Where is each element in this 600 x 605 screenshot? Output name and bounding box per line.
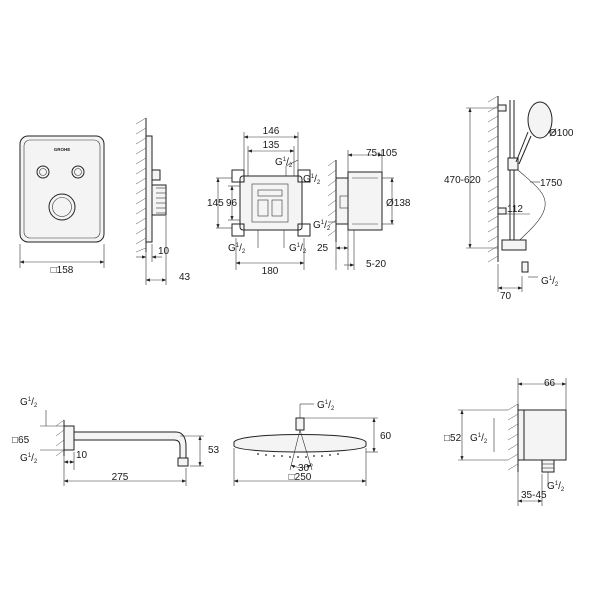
box-depth-range-label: 75-105	[366, 148, 398, 159]
box-outline	[239, 175, 303, 231]
head-angle-label: 30°	[298, 463, 313, 474]
box-width-inner-label: 135	[263, 140, 280, 151]
elbow-width-label: 66	[544, 378, 556, 389]
box-lug-top-right	[297, 169, 311, 183]
head-shower-disc	[233, 434, 367, 453]
concealed-body-side-view: 75-105 Ø138 G1/2 25 5-20	[313, 148, 411, 270]
box-height-outer-label: 145	[207, 198, 224, 209]
box-lug-bottom-left	[231, 223, 245, 237]
plate-width-label: □158	[51, 265, 74, 276]
elbow-thread-left-label: G1/2	[470, 433, 488, 445]
button-profile	[151, 169, 161, 181]
hand-shower-handle	[515, 131, 529, 163]
knob-ring	[52, 197, 72, 217]
wall-section	[136, 118, 146, 252]
hose-length-label: 1750	[540, 178, 563, 189]
rail-slider	[507, 157, 519, 171]
shower-arm	[73, 431, 187, 459]
arm-wall-label: 10	[76, 450, 88, 461]
shower-rail-set-view: Ø100 1750 470-620 112 G1/2 70	[444, 95, 574, 302]
arm-square-label: □65	[12, 435, 30, 446]
handshower-diameter-label: Ø100	[549, 128, 574, 139]
elbow-hose-outlet	[541, 459, 555, 473]
head-thread-label: G1/2	[317, 400, 335, 412]
box-inner-frame	[251, 183, 289, 223]
wall-outlet-elbow-view: 66 □52 G1/2 G1/2 35-45	[444, 378, 567, 506]
hand-shower-head	[527, 101, 553, 139]
arm-drop-label: 53	[208, 445, 220, 456]
head-connector	[295, 417, 305, 431]
thermostat-plate-front-view: GROHE □158	[19, 135, 105, 276]
arm-thread-bottom-label: G1/2	[20, 453, 38, 465]
box-body-side	[335, 177, 349, 225]
arm-length-label: 275	[112, 472, 129, 483]
temperature-knob	[48, 193, 76, 221]
box-height-inner-label: 96	[226, 198, 238, 209]
box-side-thread-label: G1/2	[313, 220, 331, 232]
wall-outlet	[501, 239, 527, 251]
box-housing-side	[347, 171, 383, 231]
rail-height-label: 470-620	[444, 175, 481, 186]
elbow-square-label: □52	[444, 433, 462, 444]
right-button-ring	[74, 168, 82, 176]
elbow-depth-range-label: 35-45	[521, 490, 547, 501]
box-thread-right-label: G1/2	[303, 174, 321, 186]
rail-offset-label: 112	[507, 204, 523, 215]
logo-text: GROHE	[54, 147, 71, 152]
elbow-rosette	[517, 409, 525, 461]
plate-outline	[19, 135, 105, 243]
box-depth-min-label: 25	[317, 243, 329, 254]
elbow-body	[523, 409, 567, 461]
plate-depth-label: 10	[158, 246, 170, 257]
rail-projection-label: 70	[500, 291, 512, 302]
box-diameter-label: Ø138	[386, 198, 411, 209]
box-width-bottom-label: 180	[262, 266, 279, 277]
box-width-outer-label: 146	[263, 126, 280, 137]
plate-inner-line	[23, 139, 101, 239]
rail-top-bracket	[497, 104, 507, 112]
head-shower-view: G1/2 60 30° □250	[233, 400, 392, 486]
box-depth-adjust-label: 5-20	[366, 259, 386, 270]
rail-thread-label: G1/2	[541, 276, 559, 288]
arm-outlet	[177, 457, 189, 467]
shower-arm-view: □65 G1/2 G1/2 10 275 53	[12, 397, 220, 486]
rail-bottom-bracket	[497, 207, 507, 215]
head-height-label: 60	[380, 431, 392, 442]
plate-projection-label: 43	[179, 272, 191, 283]
elbow-thread-bottom-label: G1/2	[547, 481, 565, 493]
plate-profile	[145, 135, 153, 243]
rail-connector	[521, 261, 529, 273]
arm-thread-top-label: G1/2	[20, 397, 38, 409]
arm-wall-rosette	[63, 425, 75, 451]
right-push-button	[71, 165, 85, 179]
left-push-button	[36, 165, 50, 179]
head-width-label: □250	[289, 472, 312, 483]
knob-profile	[151, 184, 167, 216]
left-button-ring	[39, 168, 47, 176]
box-thread-top-label: G1/2	[275, 157, 293, 169]
box-thread-bottom-right-label: G1/2	[289, 243, 307, 255]
thermostat-plate-side-view: 10 43	[135, 117, 191, 285]
box-lug-top-left	[231, 169, 245, 183]
concealed-body-front-view: 146 135 145 96 G1/2 G1/2 G1/2 G1/2 180	[207, 126, 321, 277]
box-thread-bottom-left-label: G1/2	[228, 243, 246, 255]
box-lug-bottom-right	[297, 223, 311, 237]
